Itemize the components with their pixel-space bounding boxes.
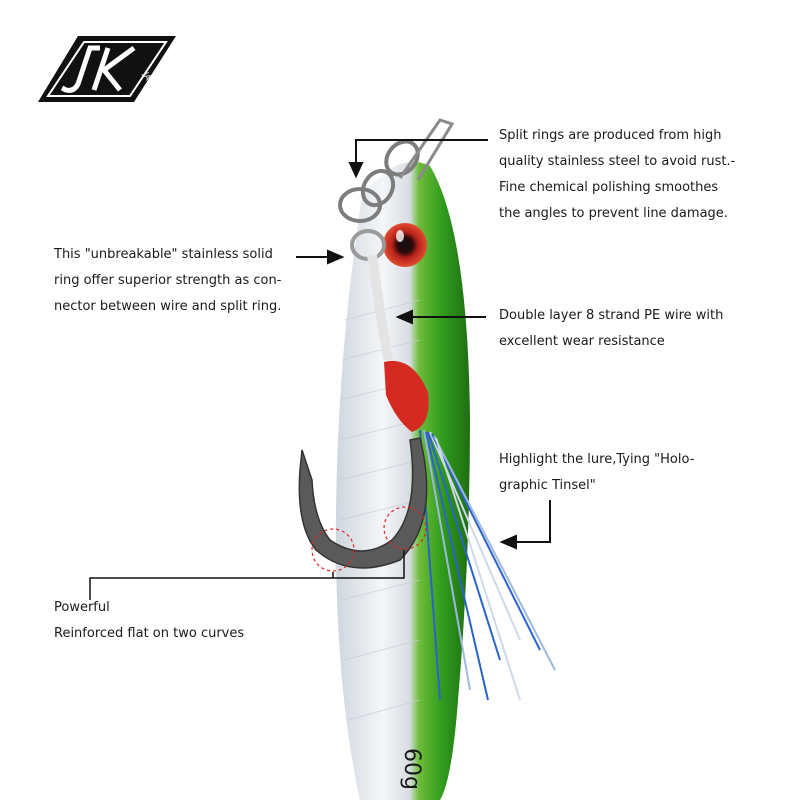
lure-eye [383, 223, 427, 267]
callout-lines [89, 139, 551, 600]
split-rings-annotation: Split rings are produced from high quali… [499, 128, 736, 221]
thread-wrap [384, 360, 429, 432]
split-rings [338, 139, 420, 223]
curve-highlight-right [383, 506, 427, 550]
janker-logo: JANKER [38, 34, 188, 106]
hook-curves-annotation: Powerful Reinforced flat on two curves [54, 600, 245, 641]
pe-wire-annotation: Double layer 8 strand PE wire with excel… [499, 308, 724, 349]
solid-ring-annotation: This "unbreakable" stainless solid ring … [54, 247, 282, 314]
snap-clip [398, 118, 455, 181]
assist-hook [298, 437, 428, 569]
weight-marking: 60g [399, 748, 424, 790]
tinsel-annotation: Highlight the lure,Tying "Holo- graphic … [499, 452, 695, 493]
curve-highlight-left [311, 528, 355, 572]
pe-wire [367, 254, 393, 361]
